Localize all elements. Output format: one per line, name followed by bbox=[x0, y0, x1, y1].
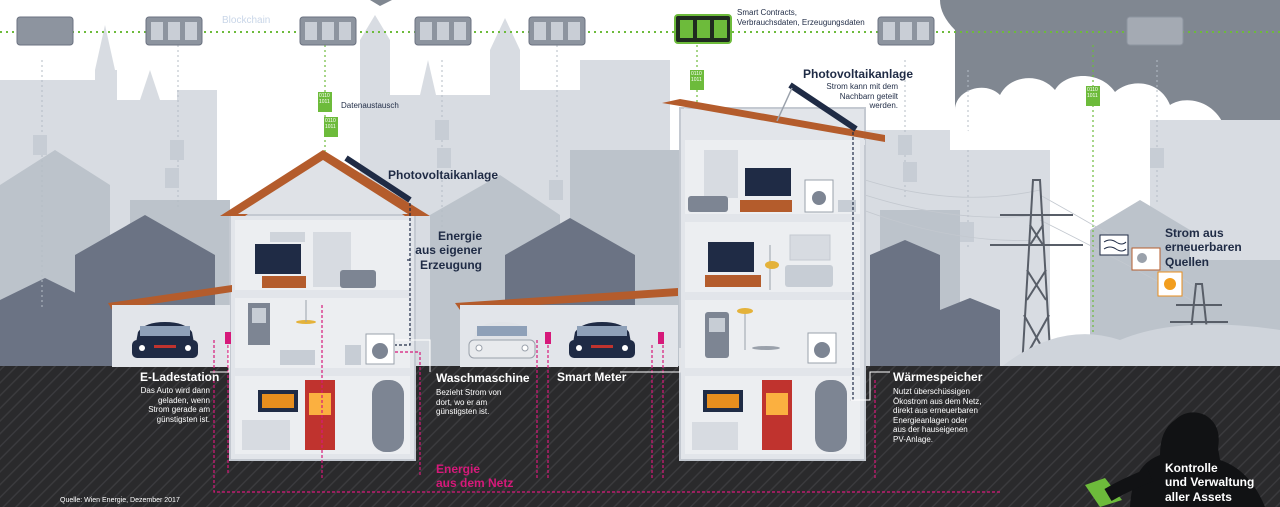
ground bbox=[0, 366, 1280, 507]
middle-carport bbox=[455, 288, 678, 367]
waschmaschine-text: Bezieht Strom von dort, wo er am günstig… bbox=[436, 388, 502, 417]
right-house bbox=[662, 82, 885, 461]
kontrolle-label: Kontrolle und Verwaltung aller Assets bbox=[1165, 461, 1255, 504]
binary-code-green-3: 0110 1011 bbox=[691, 71, 702, 83]
energie-netz-label: Energie aus dem Netz bbox=[436, 462, 514, 491]
pv-right-text: Strom kann mit dem Nachbarn geteilt werd… bbox=[826, 82, 898, 111]
pv-left-title: Photovoltaikanlage bbox=[388, 168, 499, 182]
e-ladestation-text: Das Auto wird dann geladen, wenn Strom g… bbox=[140, 386, 210, 424]
binary-code-green-4: 0110 1011 bbox=[1087, 87, 1098, 99]
waschmaschine-title: Waschmaschine bbox=[436, 371, 530, 385]
smart-meter-title: Smart Meter bbox=[557, 370, 627, 384]
datenaustausch-label: Datenaustausch bbox=[341, 101, 399, 110]
strom-erneuerbar-label: Strom aus erneuerbaren Quellen bbox=[1165, 226, 1242, 269]
blockchain-label: Blockchain bbox=[222, 15, 271, 26]
left-house bbox=[220, 150, 430, 461]
energie-eigen-label: Energie aus eigener Erzeugung bbox=[415, 229, 482, 272]
left-carport bbox=[108, 285, 232, 367]
smart-contracts-note: Smart Contracts, Verbrauchsdaten, Erzeug… bbox=[737, 8, 865, 27]
binary-code-green-2: 0110 1011 bbox=[325, 118, 336, 130]
pv-right-title: Photovoltaikanlage bbox=[803, 67, 914, 81]
e-ladestation-title: E-Ladestation bbox=[140, 370, 220, 384]
storm-cloud bbox=[370, 0, 1280, 150]
blockchain-blocks bbox=[16, 14, 1184, 46]
source-note: Quelle: Wien Energie, Dezember 2017 bbox=[60, 497, 180, 504]
renewable-icons bbox=[1099, 234, 1183, 297]
waermespeicher-title: Wärmespeicher bbox=[893, 370, 983, 384]
person-silhouette bbox=[1085, 412, 1265, 507]
binary-code-green: 0110 1011 bbox=[319, 93, 330, 105]
waermespeicher-text: Nutzt überschüssigen Ökostrom aus dem Ne… bbox=[893, 387, 982, 444]
binary-tags bbox=[33, 70, 1164, 242]
hills bbox=[1000, 324, 1280, 368]
